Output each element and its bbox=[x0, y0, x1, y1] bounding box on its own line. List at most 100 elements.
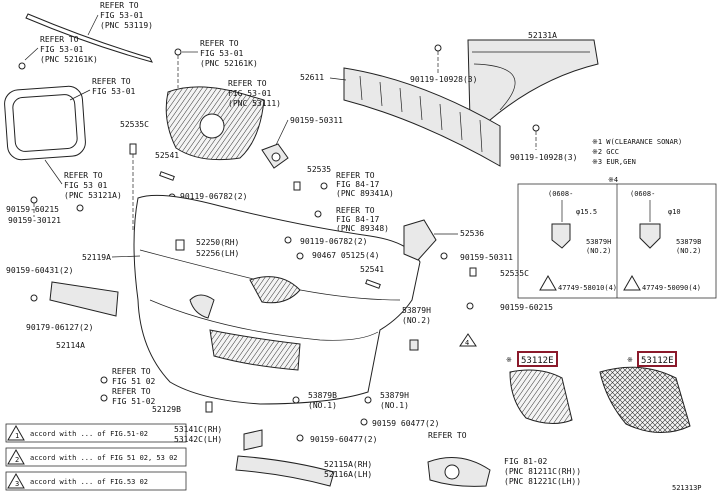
p90119-a: 90119-10928(3) bbox=[410, 75, 477, 84]
p90119-06782-b: 90119-06782(2) bbox=[300, 237, 367, 246]
inset-left-part: 53879H bbox=[586, 238, 611, 246]
part-53112e-a-box[interactable] bbox=[517, 351, 558, 367]
inset-left-no: (NO.2) bbox=[586, 247, 611, 255]
p90159-30121: 90159-30121 bbox=[8, 216, 61, 225]
note-4: ※4 bbox=[608, 176, 618, 184]
legend-2: accord with ... of FIG 51 02, 53 02 bbox=[30, 454, 178, 462]
p90159-60215-r: 90159-60215 bbox=[500, 303, 553, 312]
refer-leftlow-3: (PNC 53121A) bbox=[64, 191, 122, 200]
refer-mid-1: REFER TO bbox=[200, 39, 239, 48]
refer-mid-2: FIG 53-01 bbox=[200, 49, 244, 58]
refer-left-2: FIG 53-01 bbox=[40, 45, 84, 54]
note-2: ※2 GCC bbox=[592, 148, 619, 156]
refer-81-4: (PNC 81221C(LH)) bbox=[504, 477, 581, 486]
legend-row-1 bbox=[5, 423, 187, 443]
inset-right-bolt: 47749-50090(4) bbox=[642, 284, 701, 292]
legend-3: accord with ... of FIG.53 02 bbox=[30, 478, 148, 486]
p52115a: 52115A(RH) bbox=[324, 460, 372, 469]
inset-right-no: (NO.2) bbox=[676, 247, 701, 255]
p90159-60477-b: 90159-60477(2) bbox=[310, 435, 377, 444]
p53112e-b: 53112E bbox=[641, 356, 674, 366]
inset-right-part: 53879B bbox=[676, 238, 701, 246]
refer-grille-1: REFER TO bbox=[228, 79, 267, 88]
refer-84b-3: (PNC 89348) bbox=[336, 224, 389, 233]
refer-84b-2: FIG 84-17 bbox=[336, 215, 380, 224]
inset-right-header: (0608- bbox=[630, 190, 655, 198]
refer-top-2: FIG 53-01 bbox=[100, 11, 144, 20]
svg-text:3: 3 bbox=[15, 480, 19, 488]
p52256: 52256(LH) bbox=[196, 249, 239, 258]
svg-text:2: 2 bbox=[15, 456, 19, 464]
svg-text:4: 4 bbox=[465, 339, 469, 347]
p52611: 52611 bbox=[300, 73, 324, 82]
p90159-50311-top: 90159-50311 bbox=[290, 116, 343, 125]
p53879b: 53879B bbox=[308, 391, 337, 400]
figure-id: 521313P bbox=[672, 484, 702, 492]
legend-row-3 bbox=[5, 471, 187, 491]
refer-81-2: FIG 81-02 bbox=[504, 457, 548, 466]
refer-51b-1: REFER TO bbox=[112, 387, 151, 396]
refer-84a-1: REFER TO bbox=[336, 171, 375, 180]
p52250: 52250(RH) bbox=[196, 238, 239, 247]
p52535c-r: 52535C bbox=[500, 269, 529, 278]
refer-84a-2: FIG 84-17 bbox=[336, 180, 380, 189]
part-53112e-b-box[interactable] bbox=[637, 351, 677, 367]
svg-text:1: 1 bbox=[15, 432, 19, 440]
p52114a: 52114A bbox=[56, 341, 85, 350]
refer-81-1: REFER TO bbox=[428, 431, 467, 440]
p52541-top: 52541 bbox=[155, 151, 179, 160]
legend-1: accord with ... of FIG.51-02 bbox=[30, 430, 148, 438]
refer-51b-2: FIG 51-02 bbox=[112, 397, 156, 406]
p52536: 52536 bbox=[460, 229, 484, 238]
p52541-mid: 52541 bbox=[360, 265, 384, 274]
refer-leftlow-1: REFER TO bbox=[64, 171, 103, 180]
p90179: 90179-06127(2) bbox=[26, 323, 93, 332]
p90159-60477-a: 90159 60477(2) bbox=[372, 419, 439, 428]
p90159-50311-r: 90159-50311 bbox=[460, 253, 513, 262]
p90119-b: 90119-10928(3) bbox=[510, 153, 577, 162]
p52535c-top: 52535C bbox=[120, 120, 149, 129]
p53112e-a: 53112E bbox=[521, 356, 554, 366]
refer-51a-1: REFER TO bbox=[112, 367, 151, 376]
p52131a: 52131A bbox=[528, 31, 557, 40]
lower-grille-b-part bbox=[599, 366, 691, 434]
p90159-60215-left: 90159-60215 bbox=[6, 205, 59, 214]
p52535: 52535 bbox=[307, 165, 331, 174]
refer-left2-1: REFER TO bbox=[92, 77, 131, 86]
upper-molding-part bbox=[25, 13, 153, 63]
refer-84b-1: REFER TO bbox=[336, 206, 375, 215]
p52129b: 52129B bbox=[152, 405, 181, 414]
refer-leftlow-2: FIG 53 01 bbox=[64, 181, 108, 190]
refer-grille-2: FIG 53-01 bbox=[228, 89, 272, 98]
lower-molding-part bbox=[235, 455, 335, 487]
svg-text:※: ※ bbox=[627, 356, 633, 364]
refer-left-1: REFER TO bbox=[40, 35, 79, 44]
inset-left-header: (0608- bbox=[548, 190, 573, 198]
note-3: ※3 EUR,GEN bbox=[592, 158, 636, 166]
p53879h-r-no: (NO.2) bbox=[402, 316, 431, 325]
p90159-60431: 90159-60431(2) bbox=[6, 266, 73, 275]
inset-right-dia: φ10 bbox=[668, 208, 681, 216]
legend-row-2 bbox=[5, 447, 187, 467]
p52116a: 52116A(LH) bbox=[324, 470, 372, 479]
refer-81-3: (PNC 81211C(RH)) bbox=[504, 467, 581, 476]
p52119a: 52119A bbox=[82, 253, 111, 262]
refer-left-3: (PNC 52161K) bbox=[40, 55, 98, 64]
side-retainer-part bbox=[49, 281, 119, 317]
p53879b-no: (NO.1) bbox=[308, 401, 337, 410]
refer-mid-3: (PNC 52161K) bbox=[200, 59, 258, 68]
refer-top-1: REFER TO bbox=[100, 1, 139, 10]
refer-grille-3: (PNC 53111) bbox=[228, 99, 281, 108]
note-1: ※1 W(CLEARANCE SONAR) bbox=[592, 138, 682, 146]
svg-text:※: ※ bbox=[506, 356, 512, 364]
inset-left-dia: φ15.5 bbox=[576, 208, 597, 216]
refer-84a-3: (PNC 89341A) bbox=[336, 189, 394, 198]
lower-grille-a-part bbox=[509, 369, 573, 424]
p53879h-r: 53879H bbox=[402, 306, 431, 315]
refer-51a-2: FIG 51 02 bbox=[112, 377, 156, 386]
p90467: 90467 05125(4) bbox=[312, 251, 379, 260]
inset-left-bolt: 47749-58010(4) bbox=[558, 284, 617, 292]
p53879h-b-no: (NO.1) bbox=[380, 401, 409, 410]
p90119-06782-a: 90119-06782(2) bbox=[180, 192, 247, 201]
